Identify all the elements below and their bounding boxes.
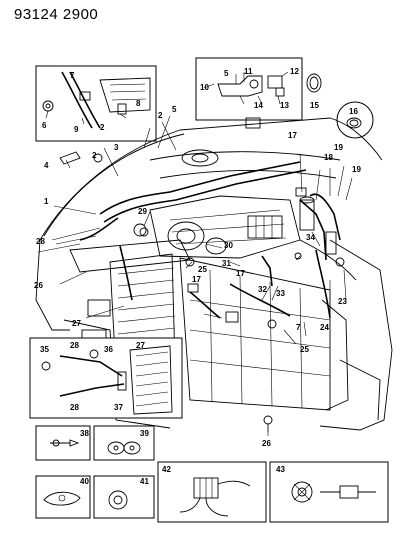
callout-7b: 7 xyxy=(296,323,301,332)
callout-2b: 2 xyxy=(100,123,105,132)
callout-numbers: 7 8 6 9 2 5 5 11 12 10 14 13 15 16 2 2 4… xyxy=(34,67,361,486)
callout-26: 26 xyxy=(34,281,43,290)
inset-o-ring xyxy=(336,101,374,139)
bottom-part-boxes xyxy=(35,425,389,523)
callout-23: 23 xyxy=(338,297,347,306)
callout-19b: 19 xyxy=(352,165,361,174)
callout-27: 27 xyxy=(72,319,81,328)
inset-condenser-fitting xyxy=(29,337,183,419)
callout-11: 11 xyxy=(244,67,253,76)
callout-18: 18 xyxy=(324,153,333,162)
callout-5: 5 xyxy=(172,105,177,114)
callout-42: 42 xyxy=(162,465,171,474)
callout-36: 36 xyxy=(104,345,113,354)
callout-28b: 28 xyxy=(70,341,79,350)
callout-7: 7 xyxy=(70,71,75,80)
callout-10: 10 xyxy=(200,83,209,92)
leader-lines xyxy=(37,115,353,436)
callout-40: 40 xyxy=(80,477,89,486)
callout-14: 14 xyxy=(254,101,263,110)
callout-38: 38 xyxy=(80,429,89,438)
callout-29: 29 xyxy=(138,207,147,216)
inset-switch-bracket xyxy=(195,57,322,121)
callout-4: 4 xyxy=(44,161,49,170)
callout-33: 33 xyxy=(276,289,285,298)
callout-32: 32 xyxy=(258,285,267,294)
diagram-header-code: 93124 2900 xyxy=(14,6,99,23)
callout-17c: 17 xyxy=(192,275,201,284)
callout-35: 35 xyxy=(40,345,49,354)
callout-c4-2: 2 xyxy=(92,151,97,160)
callout-34: 34 xyxy=(306,233,315,242)
callout-27b: 27 xyxy=(136,341,145,350)
callout-19: 19 xyxy=(334,143,343,152)
callout-43: 43 xyxy=(276,465,285,474)
callout-17: 17 xyxy=(288,131,297,140)
callout-41: 41 xyxy=(140,477,149,486)
callout-9: 9 xyxy=(74,125,79,134)
callout-37: 37 xyxy=(114,403,123,412)
callout-30: 30 xyxy=(224,241,233,250)
callout-24: 24 xyxy=(320,323,329,332)
callout-15: 15 xyxy=(310,101,319,110)
callout-1: 1 xyxy=(44,197,49,206)
inset-hose-clamp xyxy=(35,65,157,142)
callout-28: 28 xyxy=(36,237,45,246)
callout-25: 25 xyxy=(198,265,207,274)
callout-6: 6 xyxy=(42,121,47,130)
refrigerant-lines xyxy=(59,117,345,432)
callout-26b: 26 xyxy=(262,439,271,448)
callout-39: 39 xyxy=(140,429,149,438)
callout-12: 12 xyxy=(290,67,299,76)
callout-8: 8 xyxy=(136,99,141,108)
callout-3: 3 xyxy=(114,143,119,152)
callout-13: 13 xyxy=(280,101,289,110)
callout-25b: 25 xyxy=(300,345,309,354)
callout-16: 16 xyxy=(349,107,358,116)
callout-2: 2 xyxy=(158,111,163,120)
engine-compressor xyxy=(133,195,301,259)
callout-5b: 5 xyxy=(224,69,229,78)
callout-31: 31 xyxy=(222,259,231,268)
callout-28c: 28 xyxy=(70,403,79,412)
callout-17b: 17 xyxy=(236,269,245,278)
